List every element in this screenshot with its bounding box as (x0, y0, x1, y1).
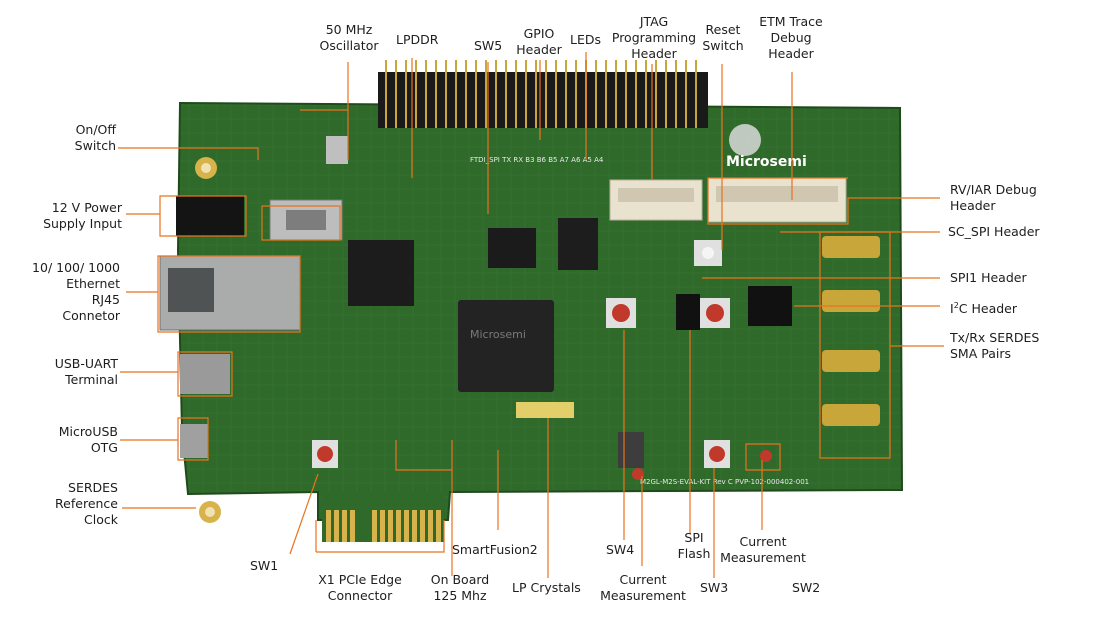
label-onboard-clock: On Board 125 Mhz (430, 572, 490, 603)
label-pcie: X1 PCIe Edge Connector (318, 572, 402, 603)
label-i2c: I2C Header (950, 301, 1017, 317)
current-sense (618, 432, 644, 468)
label-lp-crystals: LP Crystals (512, 580, 581, 595)
label-spi-flash: SPI Flash (677, 530, 711, 561)
lpddr-chip (488, 228, 536, 268)
label-sw5: SW5 (474, 38, 503, 53)
usb-uart-port (180, 354, 230, 394)
label-current-measurement-1: Current Measurement (600, 572, 686, 603)
label-rv-iar: RV/IAR Debug Header (950, 182, 1037, 213)
sma-connector (822, 236, 880, 258)
label-ethernet: 10/ 100/ 1000 Ethernet RJ45 Connetor (32, 260, 120, 323)
label-gpio: GPIO Header (516, 26, 562, 57)
label-jtag: JTAG Programming Header (611, 14, 697, 61)
phy-chip (348, 240, 414, 306)
lp-crystal (516, 402, 574, 418)
label-serdes-clock: SERDES Reference Clock (55, 480, 118, 527)
i2c-header (748, 286, 792, 326)
microusb-port (180, 424, 208, 458)
label-power: 12 V Power Supply Input (43, 200, 122, 231)
label-sw4: SW4 (606, 542, 635, 557)
smartfusion2-chip (458, 300, 554, 392)
sma-connector (822, 350, 880, 372)
power-jack (176, 196, 244, 236)
spi1-header (676, 294, 700, 330)
label-onoff: On/Off Switch (74, 122, 116, 153)
label-sw2: SW2 (792, 580, 821, 595)
label-leds: LEDs (570, 32, 601, 47)
label-serdes-sma: Tx/Rx SERDES SMA Pairs (950, 330, 1040, 361)
board-logo: Microsemi (726, 154, 807, 170)
label-spi1: SPI1 Header (950, 270, 1027, 285)
chip-text: Microsemi (470, 328, 526, 341)
silk-bottom: M2GL-M2S-EVAL-KIT Rev C PVP-102-000402-0… (640, 478, 809, 486)
label-sc-spi: SC_SPI Header (948, 224, 1040, 239)
sw5-dip (558, 218, 598, 270)
label-current-measurement-2: Current Measurement (720, 534, 806, 565)
label-etm: ETM Trace Debug Header (759, 14, 823, 61)
gpio-header (378, 72, 708, 128)
label-reset: Reset Switch (702, 22, 744, 53)
label-microusb: MicroUSB OTG (58, 424, 118, 455)
label-oscillator: 50 MHz Oscillator (319, 22, 379, 53)
label-smartfusion2: SmartFusion2 (452, 542, 538, 557)
label-lpddr: LPDDR (396, 32, 439, 47)
silk-top: FTDI_SPI TX RX B3 B6 B5 A7 A6 A5 A4 (470, 156, 604, 164)
label-sw1: SW1 (250, 558, 279, 573)
sma-connector (822, 404, 880, 426)
oscillator (326, 136, 348, 164)
label-usb-uart: USB-UART Terminal (54, 356, 118, 387)
label-sw3: SW3 (700, 580, 729, 595)
